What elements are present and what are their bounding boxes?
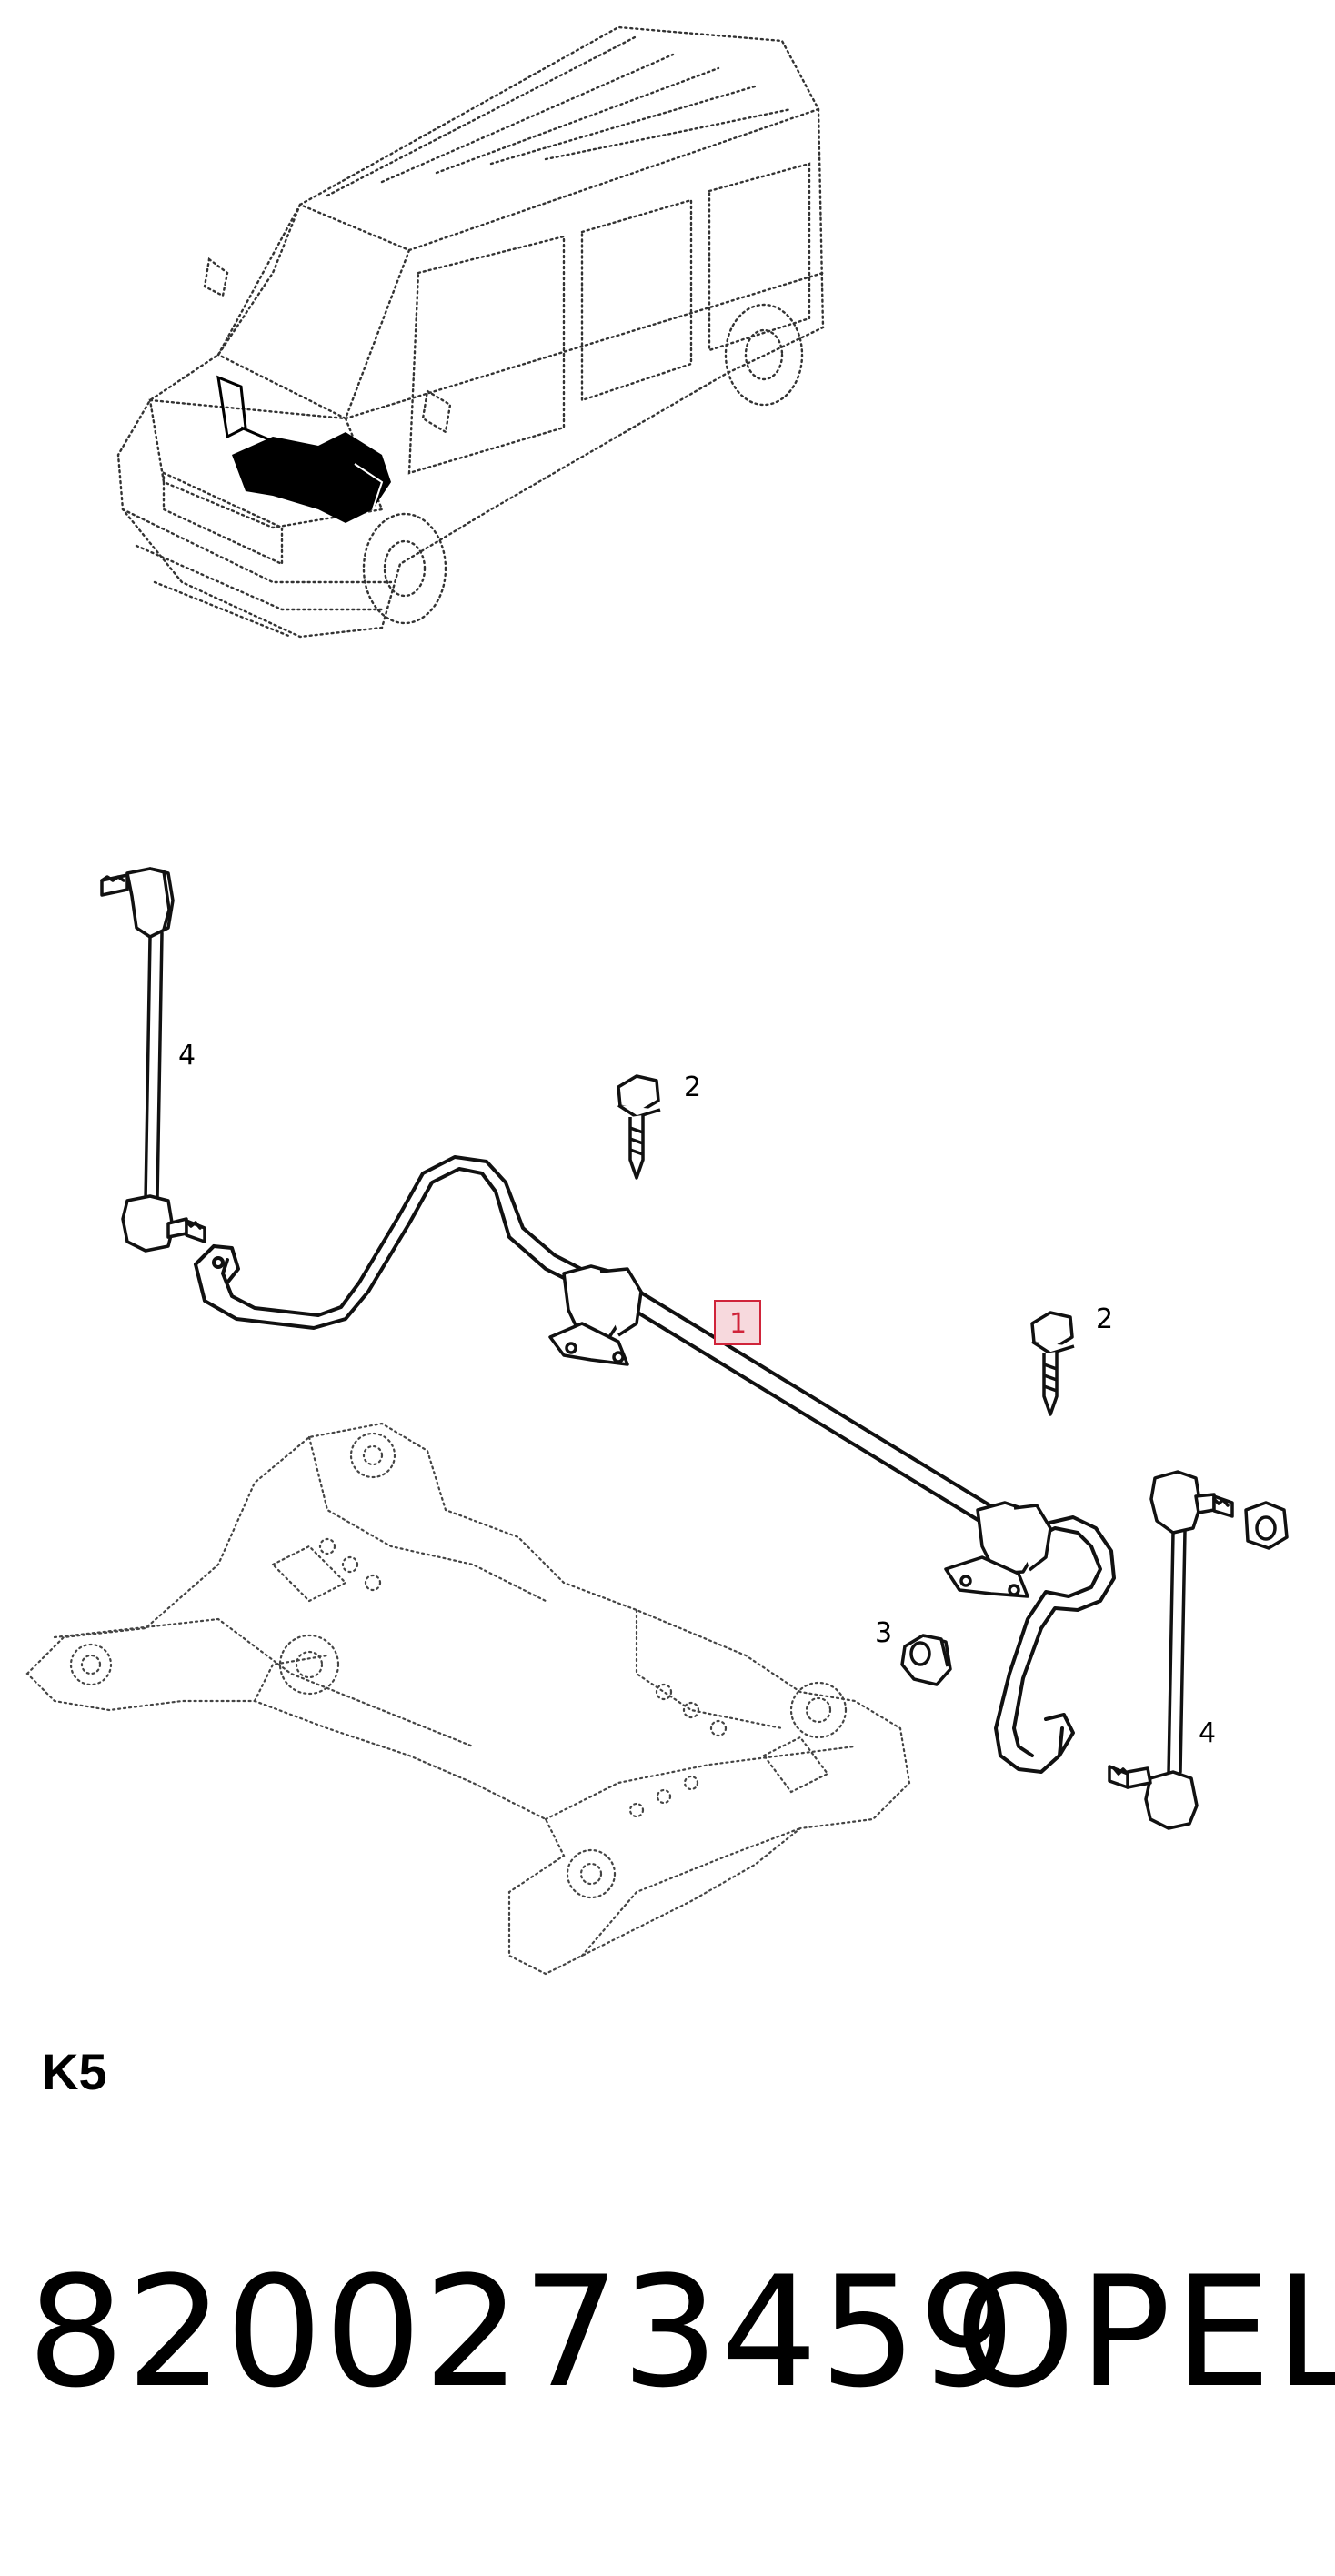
- stabilizer-link-left[interactable]: [100, 867, 206, 1253]
- callout-4-right[interactable]: 4: [1199, 1717, 1216, 1749]
- bolt-lower[interactable]: [1030, 1311, 1075, 1416]
- brand-name: OPEL: [955, 2243, 1335, 2421]
- highlighted-subframe-location: [216, 375, 391, 523]
- bushing-clamp-left: [548, 1264, 643, 1366]
- bolt-upper[interactable]: [617, 1074, 661, 1180]
- callout-4-left[interactable]: 4: [178, 1040, 196, 1072]
- callout-labels: 1 2 2 3 4 4: [178, 1040, 1216, 1749]
- callout-1-highlight-box[interactable]: [714, 1300, 761, 1345]
- bushing-clamp-right: [944, 1501, 1052, 1598]
- van-overview-illustration: [116, 25, 825, 639]
- part-number: 8200273459: [27, 2243, 1018, 2421]
- callout-1[interactable]: 1: [729, 1308, 747, 1340]
- section-code: K5: [42, 2043, 107, 2100]
- callout-3[interactable]: 3: [875, 1617, 892, 1649]
- callout-2-lower[interactable]: 2: [1096, 1303, 1113, 1335]
- stabilizer-link-right[interactable]: [1108, 1470, 1289, 1830]
- front-subframe-illustration: [25, 1422, 911, 1976]
- nut[interactable]: [900, 1634, 952, 1686]
- stabilizer-bar[interactable]: [194, 1155, 1116, 1774]
- callout-2-upper[interactable]: 2: [684, 1072, 701, 1103]
